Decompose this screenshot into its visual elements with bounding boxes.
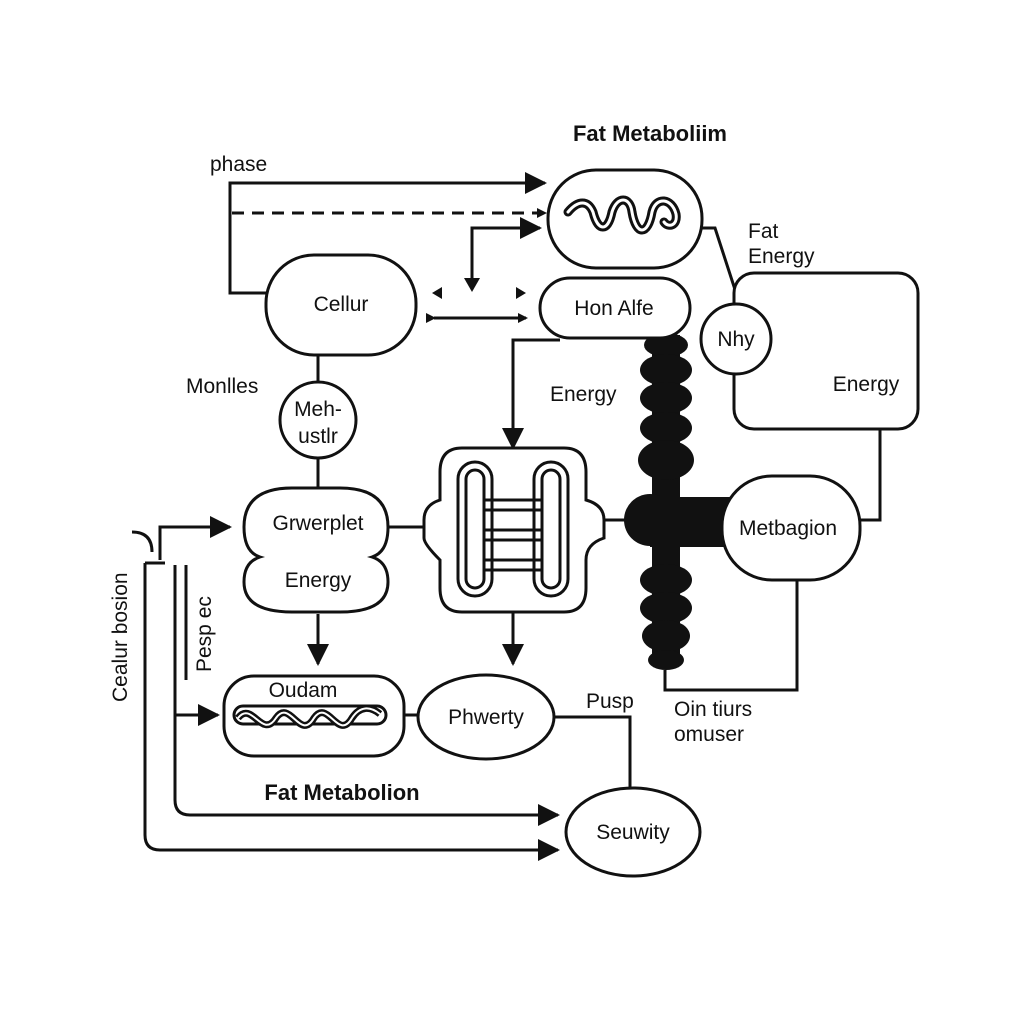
- pusp-line: [553, 715, 632, 790]
- energy-box-label: Energy: [833, 373, 900, 396]
- meh-ustir-label-2: ustlr: [298, 425, 338, 448]
- up-arrow-to-wave: [470, 217, 542, 283]
- cealur-bosion-label: Cealur bosion: [109, 572, 132, 702]
- omuser-label: omuser: [674, 723, 744, 746]
- metbagion-node: Metbagion: [720, 474, 862, 582]
- phwerty-node: Phwerty: [416, 673, 556, 761]
- cellur-node: Cellur: [264, 253, 418, 357]
- cealur-arrow-to-grwerplet: [158, 516, 232, 560]
- fat-energy-label: Energy: [748, 245, 815, 268]
- cealur-bracket-inner: [173, 565, 560, 826]
- bidirectional-arrow-top: [432, 287, 526, 299]
- metbagion-to-energy-box-line: [858, 430, 882, 522]
- phase-label: phase: [210, 153, 267, 176]
- up-arrowhead: [464, 278, 480, 292]
- fat-label: Fat: [748, 220, 779, 243]
- hon-alfe-label: Hon Alfe: [574, 297, 653, 320]
- oin-tiurs-label: Oin tiurs: [674, 698, 752, 721]
- energy-arrow: [502, 338, 560, 450]
- ladder-icon: [456, 460, 570, 598]
- title-bottom: Fat Metabolion: [264, 780, 419, 805]
- meh-ustir-node: Meh- ustlr: [278, 380, 358, 460]
- nhy-node: Nhy: [699, 302, 773, 376]
- pusp-label: Pusp: [586, 690, 634, 713]
- oudam-node: Oudam: [222, 674, 406, 758]
- black-spine: [624, 333, 760, 670]
- wave-to-nhy-line: [700, 226, 742, 306]
- pespec-label: Pesp ec: [193, 596, 216, 672]
- grwerplet-energy-label: Energy: [285, 569, 352, 592]
- metbagion-to-oin-line: [663, 580, 799, 692]
- meh-ustir-label-1: Meh-: [294, 398, 342, 421]
- grwerplet-node: Grwerplet Energy: [242, 486, 390, 614]
- ladder-complex-node: [422, 446, 606, 614]
- metbagion-label: Metbagion: [739, 517, 837, 540]
- phwerty-label: Phwerty: [448, 706, 524, 729]
- oudam-label: Oudam: [269, 679, 338, 702]
- nhy-label: Nhy: [717, 328, 755, 351]
- energy-mid-label: Energy: [550, 383, 617, 406]
- wave-node: [546, 168, 704, 270]
- cellur-label: Cellur: [314, 293, 369, 316]
- title-top: Fat Metaboliim: [573, 121, 727, 146]
- monlles-label: Monlles: [186, 375, 258, 398]
- cealur-hook: [131, 530, 154, 553]
- grwerplet-label: Grwerplet: [272, 512, 363, 535]
- cealur-bracket-outer: [143, 561, 558, 850]
- hon-alfe-node: Hon Alfe: [538, 276, 692, 340]
- phase-arrow: [228, 172, 547, 295]
- energy-box-node: Energy: [732, 271, 920, 431]
- seuwity-label: Seuwity: [596, 821, 670, 844]
- seuwity-node: Seuwity: [564, 786, 702, 878]
